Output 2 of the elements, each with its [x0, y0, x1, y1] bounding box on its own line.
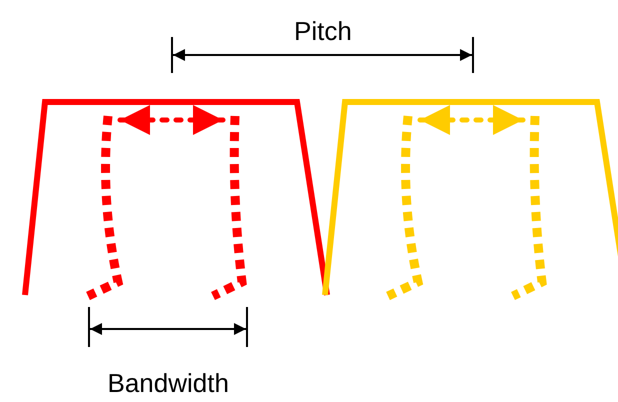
dimension-label: Bandwidth — [108, 370, 229, 396]
dimension-label: Pitch — [294, 18, 352, 44]
